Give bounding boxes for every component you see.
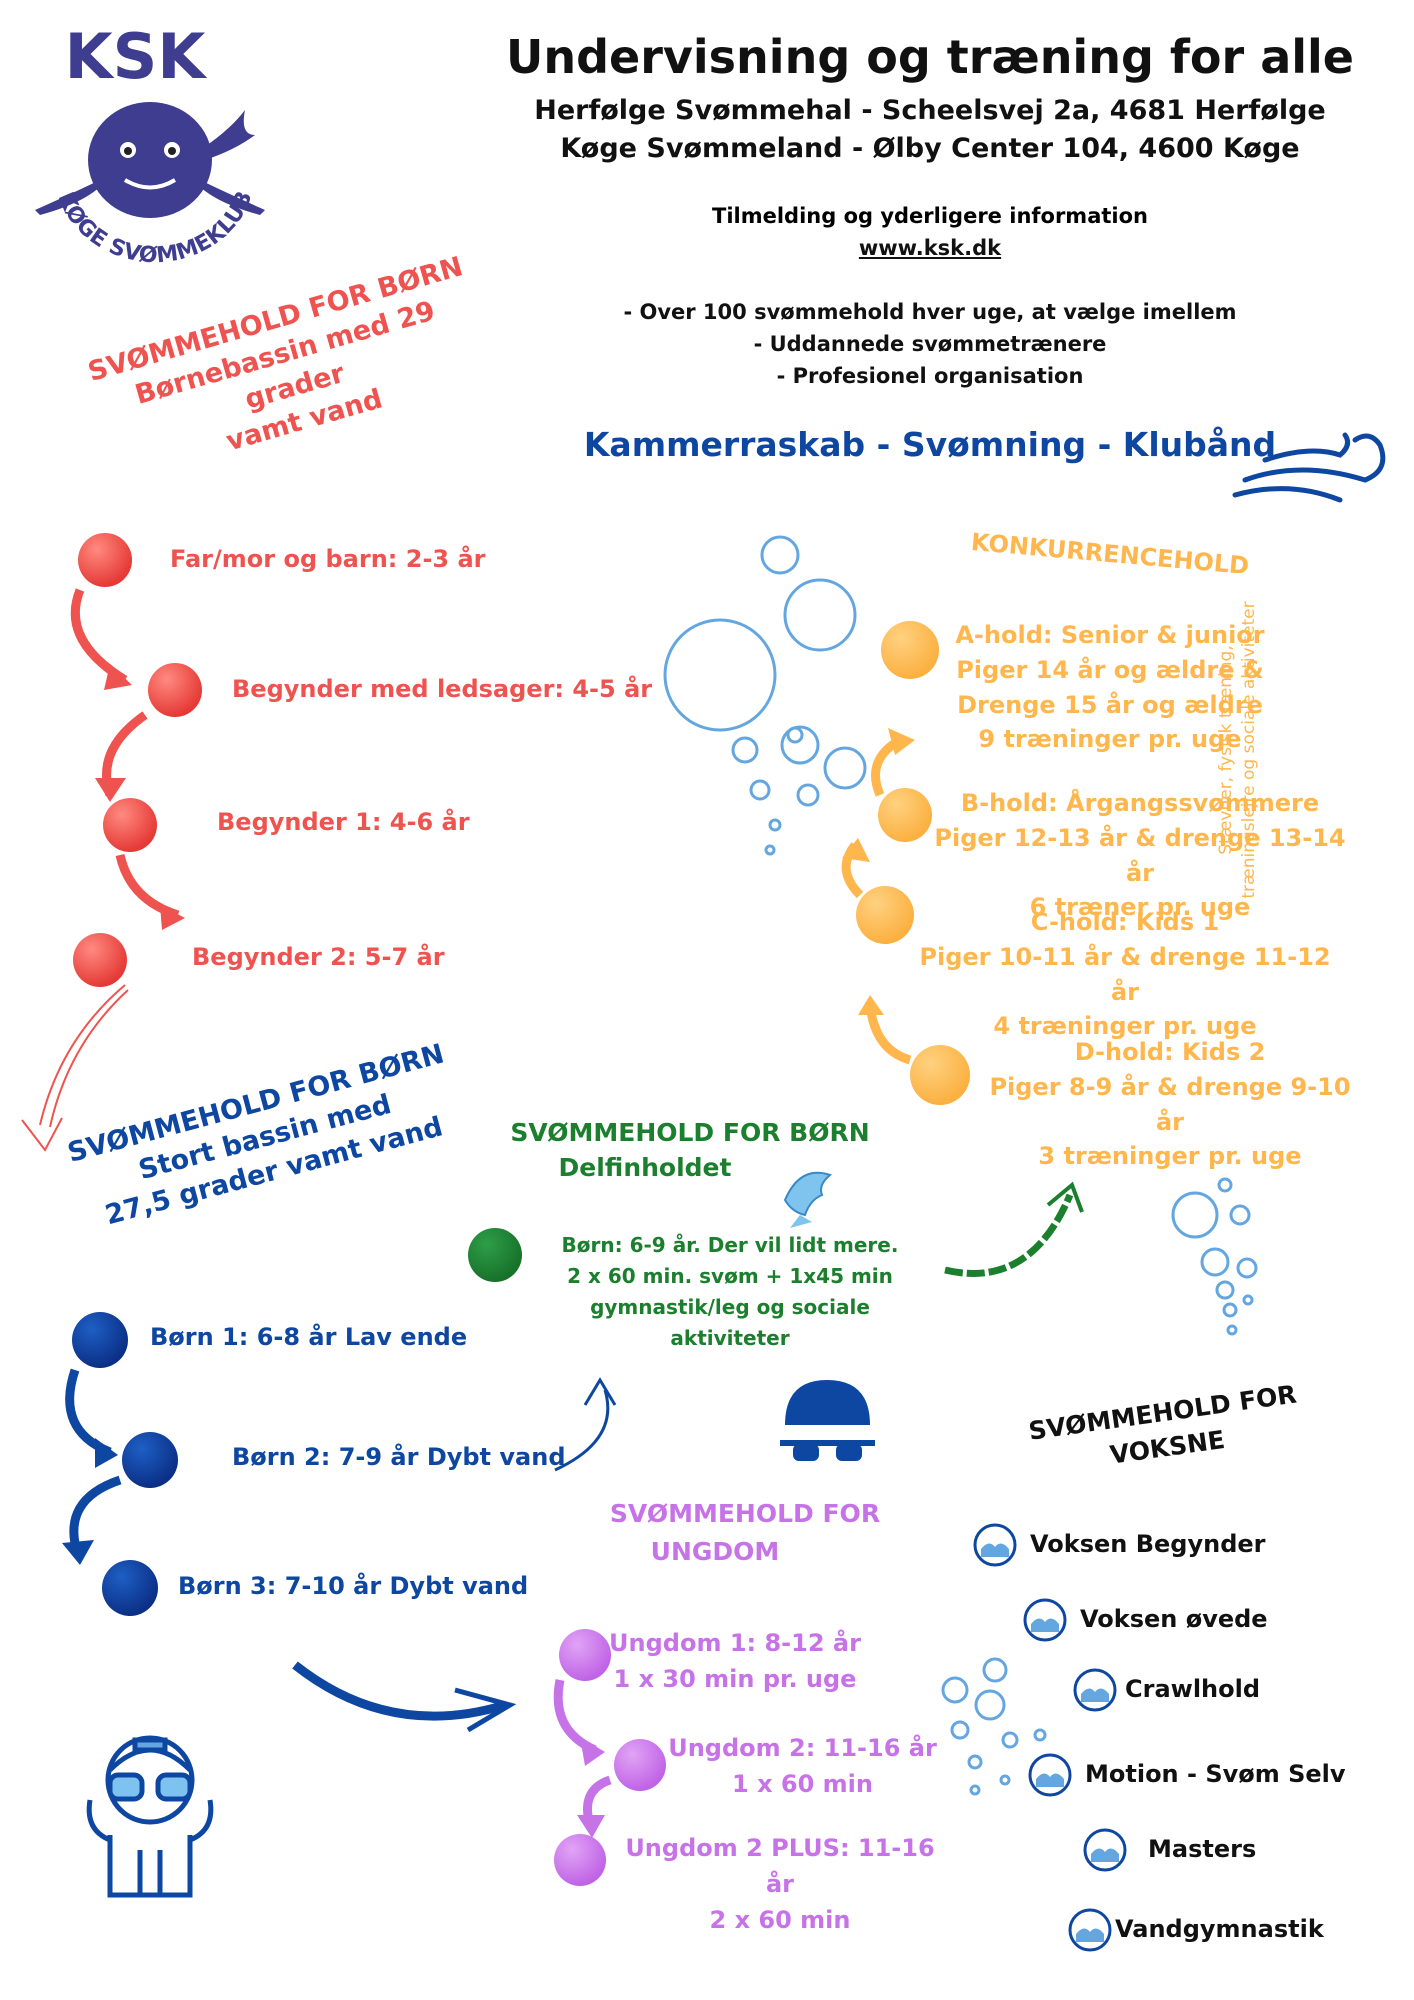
team-line: A-hold: Senior & junior (955, 621, 1265, 649)
purple-ball-chain (553, 1629, 666, 1886)
big-pool-item: Børn 3: 7-10 år Dybt vand (178, 1572, 529, 1600)
dolphin-text-line: Børn: 6-9 år. Der vil lidt mere. (561, 1233, 899, 1257)
youth-heading-line: SVØMMEHOLD FOR (609, 1499, 881, 1528)
adult-item: Vandgymnastik (1115, 1915, 1324, 1943)
youth-item: Ungdom 2: 11-16 år 1 x 60 min (665, 1730, 940, 1802)
blue-ball-chain (62, 1312, 617, 1733)
svg-text:KSK: KSK (65, 20, 208, 93)
dolphin-icon (783, 1171, 833, 1228)
team-line: Piger 8-9 år & drenge 9-10 år (989, 1072, 1351, 1136)
adult-item: Motion - Svøm Selv (1085, 1760, 1346, 1788)
wave-icon (1232, 432, 1386, 503)
side-note-line: Stævner, fysisk træning, (1216, 645, 1236, 855)
dolphin-heading-line: SVØMMEHOLD FOR BØRN (510, 1118, 870, 1147)
adult-item: Masters (1148, 1835, 1257, 1863)
dolphin-text-line: 2 x 60 min. svøm + 1x45 min (567, 1264, 893, 1288)
youth-item: Ungdom 1: 8-12 år 1 x 30 min pr. uge (605, 1625, 865, 1697)
team-line: 3 træninger pr. uge (1038, 1142, 1302, 1171)
wave-badge-icon (973, 1523, 1127, 1952)
red-ball-chain (21, 533, 202, 1152)
address-koge: Køge Svømmeland - Ølby Center 104, 4600 … (560, 133, 1300, 164)
youth-heading-line: UNGDOM (650, 1536, 780, 1566)
competition-team-c: C-hold: Kids 1 Piger 10-11 år & drenge 1… (915, 905, 1335, 1044)
youth-line: 1 x 30 min pr. uge (613, 1665, 857, 1693)
small-pool-item: Far/mor og barn: 2-3 år (170, 545, 486, 573)
team-line: Piger 10-11 år & drenge 11-12 år (919, 942, 1331, 1006)
dolphin-text-line: aktiviteter (670, 1326, 790, 1350)
youth-heading: SVØMMEHOLD FOR UNGDOM (565, 1495, 925, 1570)
youth-line: Ungdom 2 PLUS: 11-16 år (625, 1834, 935, 1898)
team-line: D-hold: Kids 2 (1074, 1038, 1266, 1066)
info-label: Tilmelding og yderligere information (712, 204, 1148, 228)
competition-team-b: B-hold: Årgangssvømmere Piger 12-13 år &… (930, 786, 1350, 925)
bubbles-icon (663, 535, 1258, 1796)
team-line: Piger 12-13 år & drenge 13-14 år (934, 823, 1346, 887)
website-link[interactable]: www.ksk.dk (858, 236, 1002, 260)
competition-team-a: A-hold: Senior & junior Piger 14 år og æ… (930, 618, 1290, 757)
big-pool-item: Børn 1: 6-8 år Lav ende (150, 1323, 468, 1351)
bullet-teams: - Over 100 svømmehold hver uge, at vælge… (623, 300, 1237, 324)
team-line: Piger 14 år og ældre & (956, 655, 1264, 684)
competition-team-d: D-hold: Kids 2 Piger 8-9 år & drenge 9-1… (980, 1035, 1360, 1174)
orange-ball-chain (841, 621, 970, 1105)
youth-line: 1 x 60 min (732, 1770, 873, 1798)
team-line: C-hold: Kids 1 (1030, 908, 1220, 936)
youth-line: 2 x 60 min (709, 1906, 851, 1934)
team-line: B-hold: Årgangssvømmere (960, 789, 1320, 817)
competition-side-note: Stævner, fysisk træning, træningslejre o… (1215, 540, 1261, 960)
swim-cap-icon (780, 1380, 875, 1461)
team-line: 9 træninger pr. uge (978, 725, 1242, 754)
bullet-trainers: - Uddannede svømmetrænere (753, 332, 1107, 356)
adult-item: Voksen Begynder (1030, 1530, 1266, 1558)
dolphin-heading-line: Delfinholdet (558, 1153, 732, 1182)
team-line: Drenge 15 år og ældre (957, 690, 1263, 719)
swimmer-kid-icon (86, 1735, 214, 1898)
team-line: 6 træner pr. uge (1029, 893, 1251, 922)
dolphin-description: Børn: 6-9 år. Der vil lidt mere. 2 x 60 … (540, 1230, 920, 1354)
adult-item: Crawlhold (1125, 1675, 1261, 1703)
youth-line: Ungdom 1: 8-12 år (609, 1629, 861, 1657)
small-pool-item: Begynder 1: 4-6 år (217, 808, 470, 836)
whale-logo-icon: KSK KØGE SVØMMEKLUB (35, 20, 265, 269)
tagline: Kammerraskab - Svømning - Klubånd (583, 425, 1277, 464)
team-line: 4 træninger pr. uge (993, 1012, 1257, 1041)
green-ball (468, 1181, 1084, 1282)
dolphin-heading: SVØMMEHOLD FOR BØRN Delfinholdet (490, 1115, 890, 1185)
side-note-line: træningslejre og sociale aktiviteter (1238, 601, 1259, 899)
youth-line: Ungdom 2: 11-16 år (668, 1734, 937, 1762)
small-pool-item: Begynder 2: 5-7 år (192, 943, 445, 971)
dolphin-text-line: gymnastik/leg og sociale (590, 1295, 870, 1319)
big-pool-item: Børn 2: 7-9 år Dybt vand (232, 1443, 566, 1471)
adult-item: Voksen øvede (1080, 1605, 1268, 1633)
small-pool-item: Begynder med ledsager: 4-5 år (232, 675, 653, 703)
address-herfolge: Herfølge Svømmehal - Scheelsvej 2a, 4681… (534, 95, 1326, 126)
page-title: Undervisning og træning for alle (506, 30, 1354, 84)
youth-item: Ungdom 2 PLUS: 11-16 år 2 x 60 min (610, 1830, 950, 1938)
bullet-organisation: - Profesionel organisation (776, 364, 1084, 388)
